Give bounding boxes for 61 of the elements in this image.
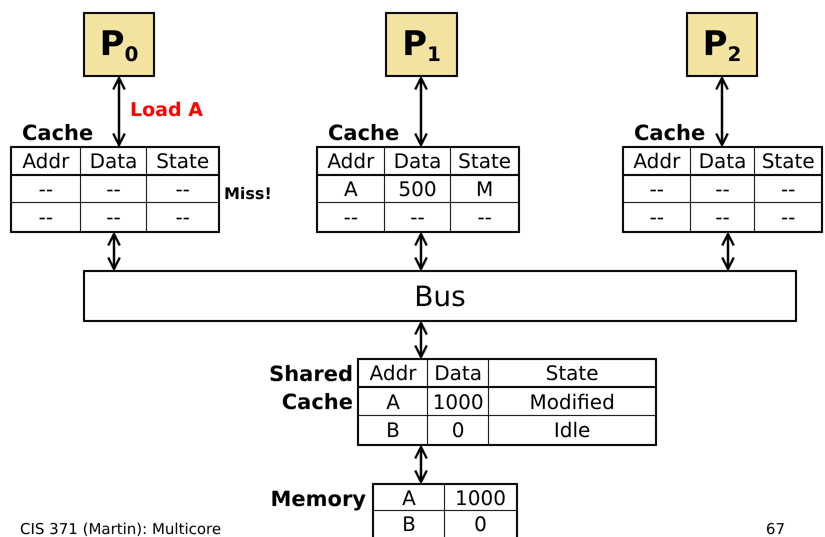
processor-box: P$_{1}$: [385, 12, 458, 77]
table-cell: --: [690, 176, 756, 204]
processor-box: P$_{2}$: [686, 12, 758, 77]
table-cell: A: [374, 485, 445, 511]
table-cell-text: --: [476, 204, 493, 231]
table-cell: --: [384, 203, 452, 231]
table-heading: Shared Cache: [268, 361, 353, 416]
edge-label: Load A: [130, 99, 203, 121]
table-cell-text: --: [174, 204, 191, 231]
table-cell: B: [374, 511, 445, 537]
table-cell: Addr: [12, 148, 81, 176]
table-cell: State: [451, 148, 518, 176]
arrow: [112, 76, 126, 146]
table-cell: Data: [384, 148, 452, 176]
table-cell: Data: [428, 360, 490, 388]
table-cell: --: [624, 203, 691, 231]
table-cell: --: [690, 203, 756, 231]
arrow: [414, 322, 428, 358]
status-note: Miss!: [224, 184, 272, 203]
table-heading: Memory: [270, 486, 366, 513]
table-cell: --: [755, 176, 821, 204]
table-cell: A: [318, 176, 385, 204]
arrow: [414, 446, 428, 484]
table-cell: --: [147, 176, 218, 204]
table-cell: Modified: [489, 388, 655, 416]
table-cell: --: [80, 203, 148, 231]
table-cell-text: 0: [473, 511, 488, 537]
table-cell: 500: [384, 176, 452, 204]
table-cell: Addr: [359, 360, 428, 388]
table-cell: 1000: [428, 388, 490, 416]
table-cell: Data: [690, 148, 756, 176]
table-cell: Addr: [318, 148, 385, 176]
arrow: [715, 76, 729, 146]
footer-text: CIS 371 (Martin): Multicore: [20, 520, 222, 537]
table-cell: State: [489, 360, 655, 388]
table-cell: State: [755, 148, 821, 176]
table-cell: State: [147, 148, 218, 176]
table-cell: --: [624, 176, 691, 204]
table-cell: A: [359, 388, 428, 416]
table-cell: Addr: [624, 148, 691, 176]
table-cell: 0: [428, 416, 490, 444]
table-heading: Cache: [634, 120, 706, 147]
bus-bar: Bus: [83, 270, 797, 322]
arrow: [414, 76, 428, 146]
table-cell: --: [12, 176, 81, 204]
table-heading: Cache: [22, 120, 94, 147]
arrow: [107, 232, 121, 270]
table-cell: Data: [80, 148, 148, 176]
table-cell: M: [451, 176, 518, 204]
arrow: [414, 232, 428, 270]
arrow: [721, 232, 735, 270]
processor-box: P$_{0}$: [83, 12, 155, 77]
table-cell: --: [12, 203, 81, 231]
table-cell-text: Idle: [552, 417, 592, 444]
table-heading: Cache: [328, 120, 400, 147]
table-cell-text: --: [780, 204, 796, 231]
table-cell: --: [80, 176, 148, 204]
page-number: 67: [766, 520, 785, 537]
table-cell: B: [359, 416, 428, 444]
table-cell: --: [318, 203, 385, 231]
table-cell: 1000: [445, 485, 516, 511]
